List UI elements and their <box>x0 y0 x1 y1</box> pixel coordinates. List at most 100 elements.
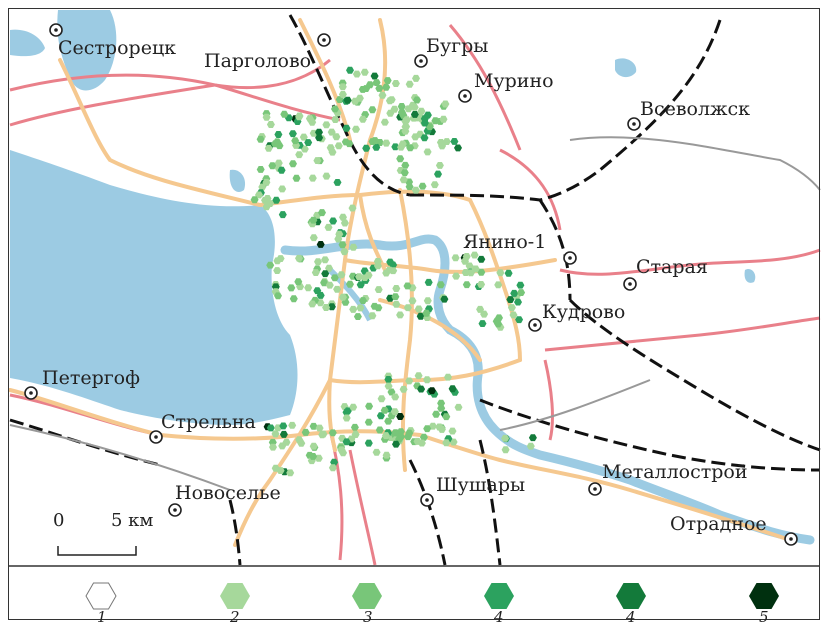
legend-hex-1 <box>85 582 117 610</box>
density-hex <box>282 438 291 446</box>
density-hex <box>375 84 384 92</box>
label-novoselye: Новоселье <box>175 482 281 504</box>
density-hex <box>340 248 349 256</box>
label-strelna: Стрельна <box>161 411 256 433</box>
density-hex <box>266 424 275 432</box>
density-hex <box>437 404 446 412</box>
density-hex <box>295 436 304 444</box>
density-hex <box>356 281 365 289</box>
density-hex <box>316 291 325 299</box>
legend-label-2: 2 <box>230 608 240 626</box>
density-hex <box>364 439 373 447</box>
density-hex <box>392 440 400 448</box>
density-hex <box>358 86 367 93</box>
density-hex <box>364 271 373 279</box>
density-hex <box>423 148 432 156</box>
density-hex <box>419 433 428 441</box>
legend-hex-5 <box>616 583 646 609</box>
density-hex <box>384 376 393 383</box>
density-hex <box>309 216 318 224</box>
density-hex <box>301 428 310 436</box>
density-hex <box>331 105 339 113</box>
density-hex <box>372 448 381 456</box>
density-hex <box>278 185 287 193</box>
density-hex <box>370 72 379 80</box>
density-hex <box>345 140 354 148</box>
density-hex <box>428 422 437 430</box>
density-hex <box>311 269 320 276</box>
settlement-marker-dot <box>173 508 177 512</box>
density-hex <box>348 204 357 212</box>
density-hex <box>396 413 405 420</box>
density-hex <box>287 284 296 292</box>
density-hex <box>271 430 280 438</box>
density-hex <box>358 115 367 123</box>
arterial-roads <box>9 24 821 566</box>
density-hex <box>420 119 429 127</box>
density-hex <box>399 176 408 184</box>
density-hex <box>396 311 405 319</box>
density-hex <box>413 437 422 445</box>
density-hex <box>461 257 469 265</box>
density-hex <box>411 133 420 141</box>
density-hex <box>325 281 334 289</box>
density-hex <box>309 234 318 242</box>
density-hex <box>477 268 486 276</box>
density-hex <box>304 284 313 292</box>
density-hex <box>286 469 295 477</box>
density-hex <box>346 66 354 74</box>
density-hex <box>328 429 337 437</box>
density-hex <box>332 133 341 141</box>
density-hex <box>299 133 308 141</box>
density-hex <box>295 254 303 262</box>
density-hex <box>315 134 324 142</box>
density-hex <box>274 292 282 300</box>
settlement-marker-dot <box>419 59 423 63</box>
label-murino: Мурино <box>474 70 554 92</box>
legend-hex-3 <box>352 583 382 609</box>
density-hex <box>334 142 343 150</box>
label-shushary: Шушары <box>436 474 526 496</box>
density-hex <box>436 281 445 289</box>
density-hex <box>308 174 317 182</box>
density-hex <box>375 426 384 434</box>
density-hex <box>452 272 461 280</box>
density-hex <box>349 243 358 251</box>
density-hex <box>509 311 518 319</box>
label-metallostroy: Металлострой <box>602 461 748 483</box>
density-hex <box>294 278 303 286</box>
density-hex <box>384 417 393 425</box>
density-hex <box>396 155 405 163</box>
density-hex <box>337 446 346 454</box>
density-hex <box>342 414 351 422</box>
gulf-of-finland <box>10 150 298 425</box>
settlement-marker-dot <box>29 391 33 395</box>
density-hex <box>276 467 285 474</box>
density-hex <box>477 281 486 288</box>
density-hex <box>476 305 485 313</box>
density-hex <box>364 418 373 426</box>
density-hex <box>403 304 412 312</box>
density-hex <box>399 385 408 393</box>
density-hex <box>255 191 263 199</box>
density-hex <box>438 142 447 150</box>
density-hex <box>448 427 457 435</box>
legend-label-3: 3 <box>363 608 373 626</box>
density-hex <box>333 285 342 293</box>
settlement-marker-dot <box>593 487 597 491</box>
scale-bar <box>57 546 137 556</box>
legend <box>85 582 779 610</box>
density-hex <box>495 314 503 322</box>
density-hex <box>300 145 309 153</box>
density-hex <box>313 157 322 164</box>
density-hex <box>324 223 333 231</box>
density-hex <box>304 139 313 146</box>
density-hex <box>279 430 288 438</box>
density-hex <box>397 143 405 151</box>
density-hex <box>428 387 436 395</box>
density-hex <box>360 68 369 76</box>
density-hex <box>338 91 347 98</box>
label-yanino: Янино-1 <box>463 231 547 253</box>
density-hex <box>416 312 425 320</box>
